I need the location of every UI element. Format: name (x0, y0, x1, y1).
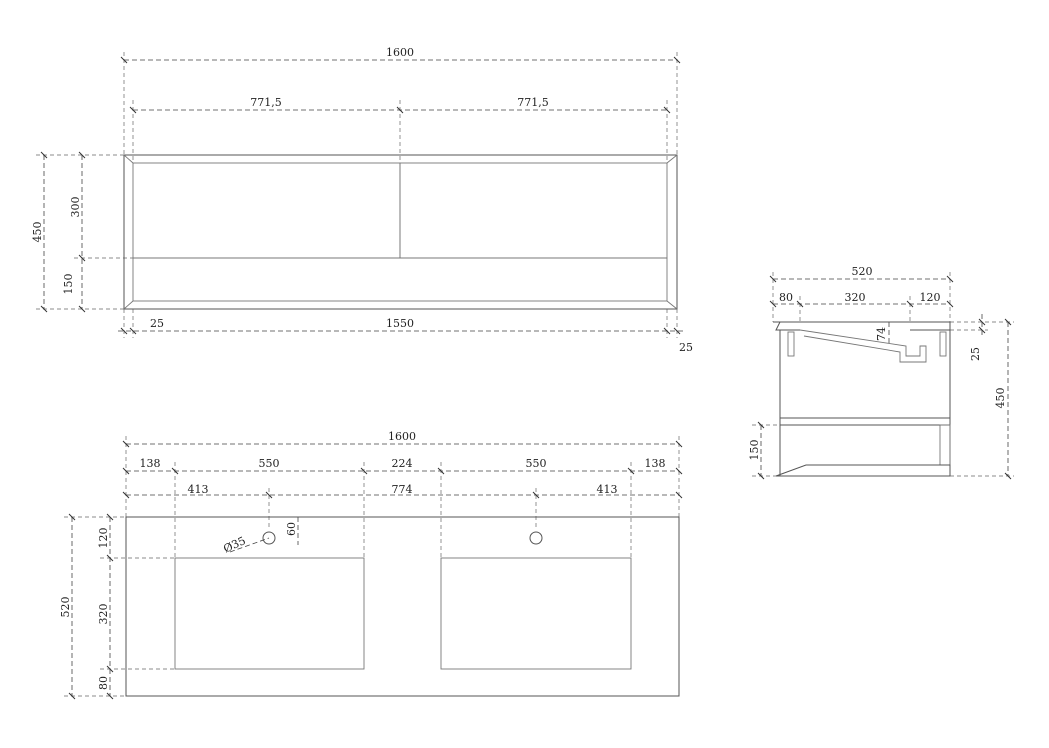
tap-hole-offset: 60 (285, 522, 298, 536)
front-drawer-left-width: 771,5 (250, 96, 282, 109)
top-tap-right-offset: 413 (597, 483, 618, 496)
top-gap-between: 224 (392, 457, 413, 470)
front-inner-width: 1550 (386, 317, 414, 330)
side-view: 520 80 320 120 25 74 450 150 (748, 265, 1014, 480)
top-overall-width: 1600 (388, 430, 416, 443)
front-side-left: 25 (150, 317, 164, 330)
front-overall-height: 450 (31, 222, 44, 243)
side-top-profile (780, 321, 951, 331)
cabinet-outline (123, 154, 678, 310)
top-view: 1600 138 550 224 550 138 413 774 413 520… (59, 430, 683, 700)
top-front-margin: 80 (97, 676, 110, 690)
top-back-margin: 120 (97, 528, 110, 549)
countertop-outline (125, 516, 680, 697)
basin-left (174, 557, 365, 670)
tap-hole-right (529, 531, 543, 545)
top-edge-right: 138 (645, 457, 666, 470)
top-overall-depth: 520 (59, 597, 72, 618)
side-top-thickness: 25 (969, 347, 982, 361)
front-drawer-height: 300 (69, 197, 82, 218)
top-basin-left-width: 550 (259, 457, 280, 470)
side-front-part: 80 (779, 291, 793, 304)
basin-right (440, 557, 632, 670)
top-basin-right-width: 550 (526, 457, 547, 470)
side-shelf-height: 150 (748, 440, 761, 461)
open-shelf (132, 257, 668, 302)
front-view: 1600 771,5 771,5 450 300 150 25 1550 25 (31, 46, 693, 354)
front-side-right: 25 (679, 341, 693, 354)
side-basin-depth: 74 (875, 327, 888, 341)
side-back-part: 120 (920, 291, 941, 304)
top-basin-depth: 320 (97, 604, 110, 625)
side-middle-part: 320 (845, 291, 866, 304)
top-edge-left: 138 (140, 457, 161, 470)
basin-section (799, 329, 927, 363)
drawer-right (399, 162, 668, 259)
tap-hole-diameter: Ø35 (221, 534, 247, 556)
front-shelf-height: 150 (62, 274, 75, 295)
side-overall-height: 450 (994, 388, 1007, 409)
top-tap-spacing: 774 (392, 483, 413, 496)
drawer-left (132, 162, 401, 259)
tap-hole-left (262, 531, 276, 545)
front-drawer-right-width: 771,5 (517, 96, 549, 109)
top-tap-left-offset: 413 (188, 483, 209, 496)
front-overall-width: 1600 (386, 46, 414, 59)
side-overall-depth: 520 (852, 265, 873, 278)
